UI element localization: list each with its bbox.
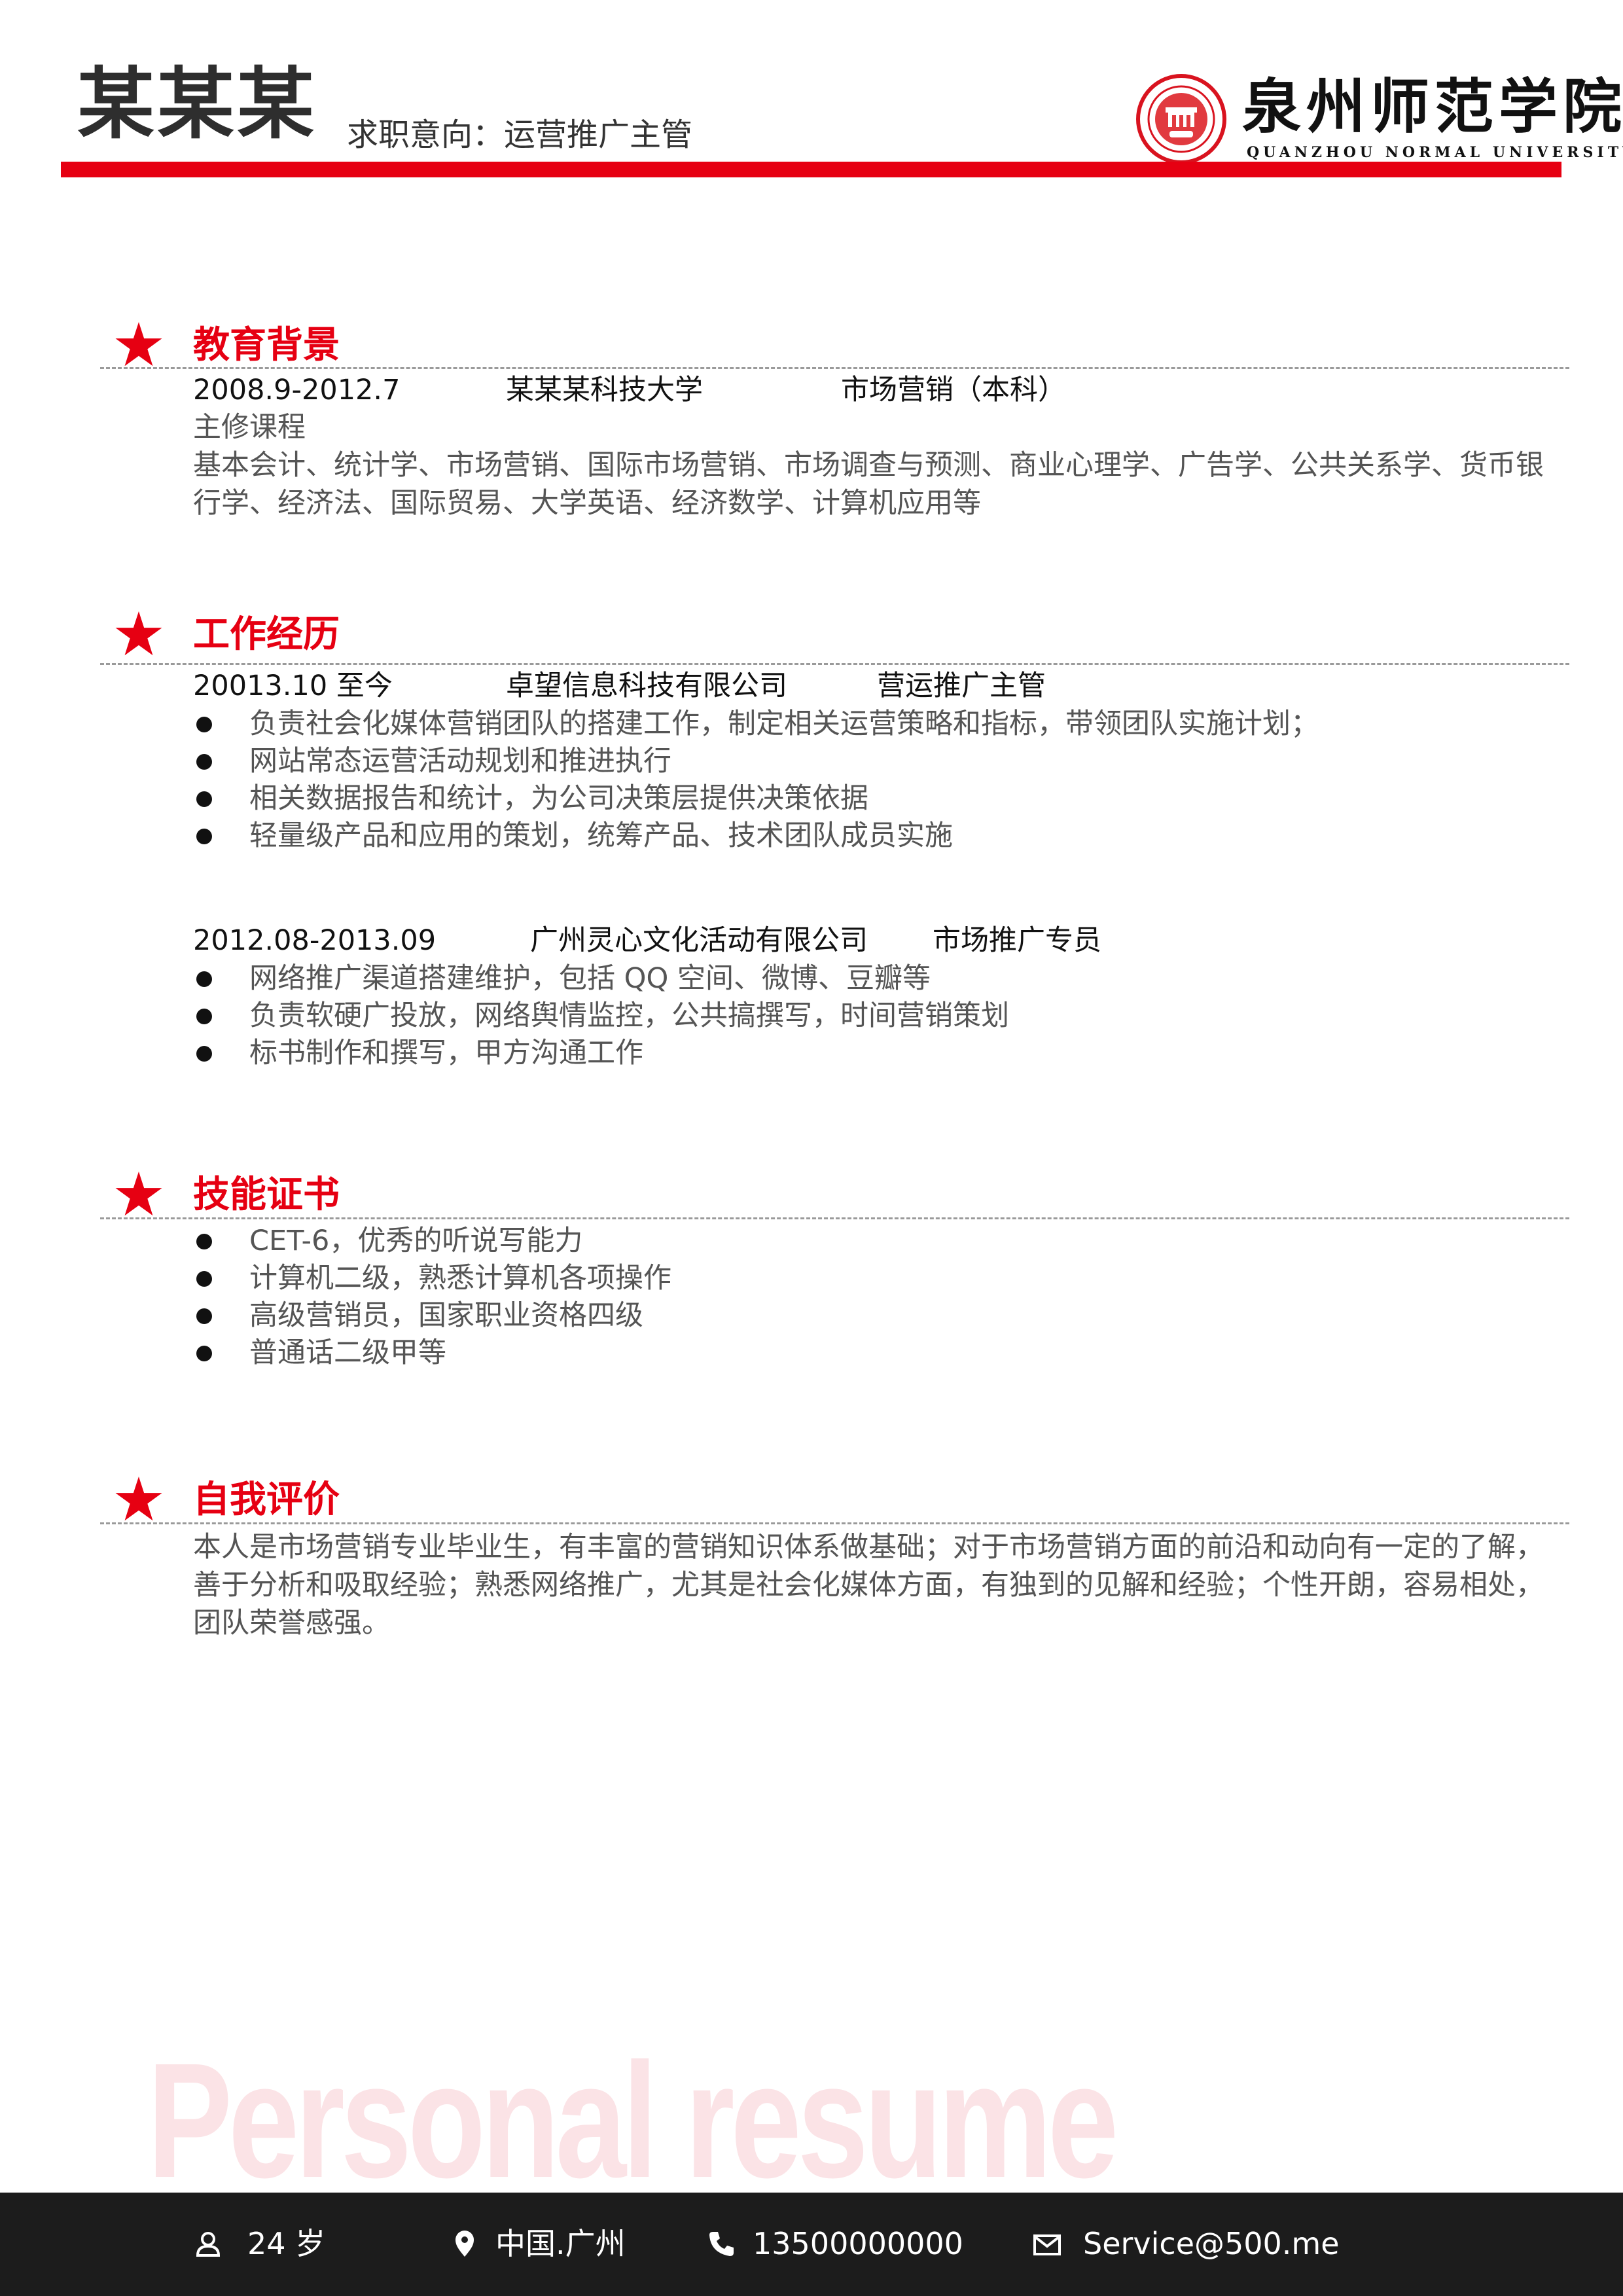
list-item: 标书制作和撰写，甲方沟通工作 <box>249 1037 643 1069</box>
list-item: 负责社会化媒体营销团队的搭建工作，制定相关运营策略和指标，带领团队实施计划； <box>249 708 1319 740</box>
list-item: 网站常态运营活动规划和推进执行 <box>249 745 671 778</box>
contact-footer: 24 岁 中国.广州 13500000000 Service@500.me <box>0 2193 1623 2296</box>
logo-chinese-name: 泉州师范学院 <box>1242 72 1623 141</box>
list-item: 负责软硬广投放，网络舆情监控，公共搞撰写，时间营销策划 <box>249 999 1009 1032</box>
bullet-dot <box>196 1346 212 1361</box>
divider <box>100 367 1569 369</box>
star-icon <box>115 321 162 367</box>
list-item: 计算机二级，熟悉计算机各项操作 <box>249 1262 671 1295</box>
bullet-dot <box>196 717 212 732</box>
bullet-dot <box>196 1234 212 1249</box>
university-logo: 泉州师范学院 QUANZHOU NORMAL UNIVERSITY <box>1135 73 1623 165</box>
job-position: 营运推广主管 <box>877 670 1046 702</box>
bullet-dot <box>196 829 212 844</box>
job-company: 卓望信息科技有限公司 <box>506 670 787 702</box>
courses-label: 主修课程 <box>193 411 306 444</box>
footer-email[interactable]: Service@500.me <box>1083 2226 1340 2261</box>
education-school: 某某某科技大学 <box>506 374 703 406</box>
job-company: 广州灵心文化活动有限公司 <box>530 924 868 957</box>
logo-english-name: QUANZHOU NORMAL UNIVERSITY <box>1247 144 1623 161</box>
bullet-dot <box>196 754 212 770</box>
star-icon <box>115 1171 162 1216</box>
section-title-self-evaluation: 自我评价 <box>193 1479 340 1521</box>
university-seal-icon <box>1136 74 1226 164</box>
header-red-bar <box>61 162 1561 177</box>
section-title-work: 工作经历 <box>193 613 340 656</box>
job-period: 2012.08-2013.09 <box>193 924 437 957</box>
bullet-dot <box>196 1009 212 1024</box>
section-title-education: 教育背景 <box>193 324 340 367</box>
envelope-icon <box>1033 2234 1061 2255</box>
job-intent: 求职意向：运营推广主管 <box>347 117 693 153</box>
person-icon <box>196 2232 221 2257</box>
phone-icon <box>709 2232 734 2256</box>
list-item: 普通话二级甲等 <box>249 1336 446 1369</box>
bullet-dot <box>196 1308 212 1324</box>
bullet-dot <box>196 1271 212 1287</box>
footer-location: 中国.广州 <box>495 2226 626 2261</box>
divider <box>100 1522 1569 1524</box>
watermark-text: Personal resume <box>147 2029 1118 2212</box>
bullet-dot <box>196 1046 212 1062</box>
list-item: 网络推广渠道搭建维护，包括 QQ 空间、微博、豆瓣等 <box>249 962 931 995</box>
list-item: 轻量级产品和应用的策划，统筹产品、技术团队成员实施 <box>249 819 953 852</box>
footer-age: 24 岁 <box>247 2226 326 2261</box>
candidate-name: 某某某 <box>77 59 317 149</box>
education-period: 2008.9-2012.7 <box>193 374 401 406</box>
divider <box>100 1217 1569 1219</box>
star-icon <box>115 611 162 656</box>
star-icon <box>115 1476 162 1521</box>
education-major: 市场营销（本科） <box>841 374 1066 406</box>
courses-list: 基本会计、统计学、市场营销、国际市场营销、市场调查与预测、商业心理学、广告学、公… <box>193 449 1544 520</box>
bullet-dot <box>196 971 212 987</box>
footer-phone[interactable]: 13500000000 <box>753 2226 963 2261</box>
bullet-dot <box>196 791 212 807</box>
job-position: 市场推广专员 <box>933 924 1101 957</box>
section-title-skills: 技能证书 <box>193 1174 340 1216</box>
self-evaluation-text: 本人是市场营销专业毕业生，有丰富的营销知识体系做基础；对于市场营销方面的前沿和动… <box>193 1531 1544 1640</box>
list-item: 相关数据报告和统计，为公司决策层提供决策依据 <box>249 782 868 815</box>
job-period: 20013.10 至今 <box>193 670 393 702</box>
list-item: 高级营销员，国家职业资格四级 <box>249 1299 643 1332</box>
list-item: CET-6，优秀的听说写能力 <box>249 1225 583 1257</box>
divider <box>100 663 1569 665</box>
location-pin-icon <box>455 2231 474 2257</box>
